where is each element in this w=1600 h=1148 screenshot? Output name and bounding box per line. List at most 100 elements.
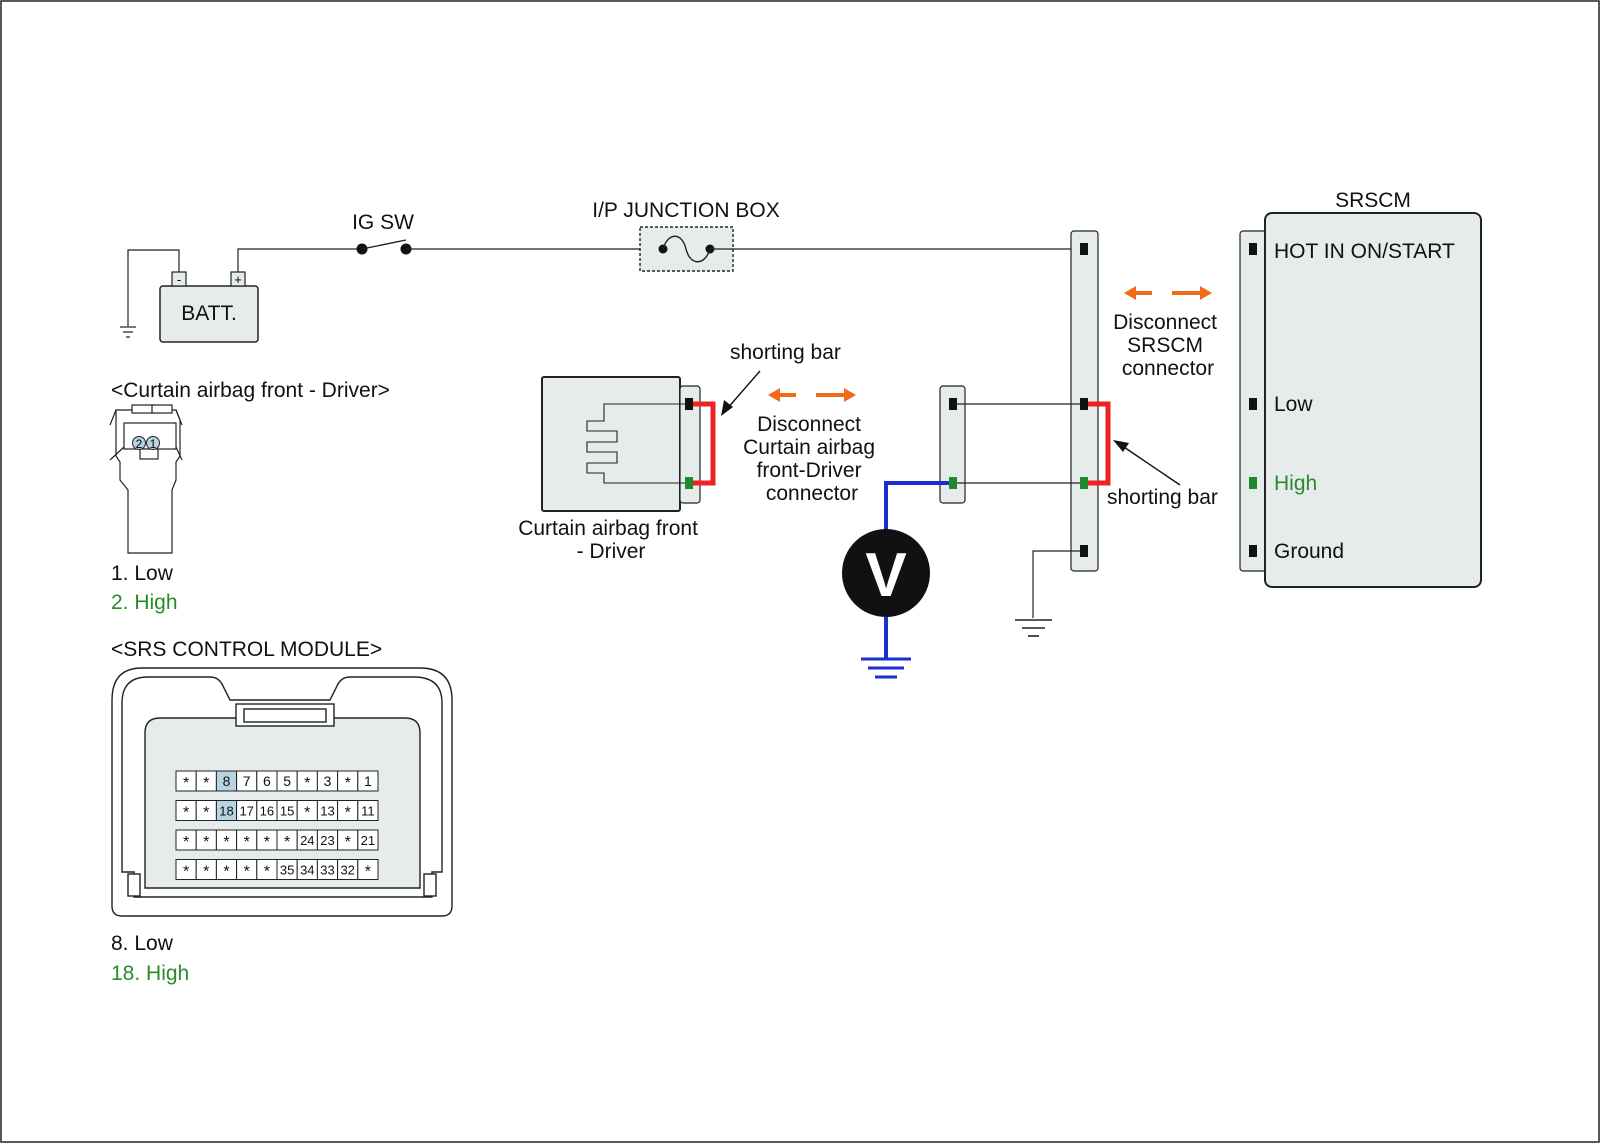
srs-pin-number: 33 <box>320 863 334 878</box>
srs-pin-number: 6 <box>263 773 271 789</box>
disconnect-arrow-curtain <box>768 388 856 402</box>
curtain-connector-pin-2 <box>132 436 146 450</box>
srscm-pin-high-label: High <box>1274 472 1317 495</box>
srs-pin-number: 17 <box>239 804 253 819</box>
srs-pin-number: * <box>284 834 290 851</box>
airbag-internal-circuit <box>586 403 685 484</box>
srs-pin-number: * <box>345 775 351 792</box>
curtain-harness-pin-low <box>949 398 957 410</box>
curtain-harness-pin-high <box>949 477 957 489</box>
srscm-pin-hot-label: HOT IN ON/START <box>1274 240 1455 263</box>
srs-pin-number: * <box>183 834 189 851</box>
srscm-disconnect-label: Disconnect SRSCM connector <box>1113 311 1223 380</box>
srs-pin-number: * <box>223 834 229 851</box>
srs-pin-number: * <box>345 805 351 822</box>
srs-pin-number: 7 <box>243 773 251 789</box>
ig-switch: IG SW <box>352 211 414 255</box>
battery-positive-label: + <box>234 272 242 287</box>
battery-negative-label: - <box>177 272 181 287</box>
curtain-connector-title: <Curtain airbag front - Driver> <box>111 379 390 402</box>
srs-pin-cell <box>357 829 379 851</box>
shorting-bar-leader-srscm <box>1117 442 1181 486</box>
srs-pin-number: 13 <box>320 804 334 819</box>
curtain-connector-pin-2-number: 2 <box>136 437 143 451</box>
harness-pin-high <box>1080 477 1088 489</box>
voltmeter-symbol: V <box>865 541 906 610</box>
battery: - + BATT. <box>159 271 259 343</box>
srs-pin-number: 1 <box>364 773 372 789</box>
ig-switch-label: IG SW <box>352 211 414 234</box>
srs-pin-number: * <box>345 834 351 851</box>
srs-pin-number: * <box>264 834 270 851</box>
srs-connector-legend-low: 8. Low <box>111 932 174 955</box>
curtain-airbag-component <box>541 376 701 512</box>
srscm-pin-low-label: Low <box>1274 393 1313 416</box>
srs-pin-cell <box>357 859 379 880</box>
leader-arrowhead-srscm <box>1113 440 1129 452</box>
junction-box-label: I/P JUNCTION BOX <box>592 199 779 222</box>
shorting-bar-curtain-side <box>693 401 716 486</box>
srs-pin-number: * <box>203 834 209 851</box>
srs-pin-number: * <box>183 775 189 792</box>
curtain-harness-connector <box>939 385 966 504</box>
curtain-disconnect-label: Disconnect Curtain airbag front-Driver c… <box>743 413 881 505</box>
disconnect-arrow-srscm <box>1124 286 1212 300</box>
srs-pin-number: * <box>304 805 310 822</box>
srs-pin-number: 15 <box>280 804 294 819</box>
srs-pin-number: * <box>244 834 250 851</box>
srs-pin-number: 18 <box>219 804 233 819</box>
shorting-bar-leader-curtain <box>725 370 761 411</box>
battery-label: BATT. <box>181 302 237 325</box>
srs-pin-number: * <box>264 864 270 881</box>
srs-pin-number: * <box>183 805 189 822</box>
harness-pin-low <box>1080 398 1088 410</box>
harness-pin-hot <box>1080 243 1088 255</box>
curtain-component-label: Curtain airbag front - Driver <box>518 517 704 563</box>
srs-pin-number: 5 <box>283 773 291 789</box>
srs-connector-legend-high: 18. High <box>111 962 189 985</box>
curtain-connector-pin-1-number: 1 <box>150 437 157 451</box>
ground-symbol-voltmeter <box>861 657 911 679</box>
srscm-pin-ground-label: Ground <box>1274 540 1344 563</box>
srs-pin-number: 23 <box>320 833 334 848</box>
ground-symbol-battery <box>120 326 136 338</box>
leader-arrowhead-curtain <box>721 400 733 416</box>
srscm-title: SRSCM <box>1335 189 1411 212</box>
srscm-module: SRSCM HOT IN ON/START Low High Ground <box>1239 189 1482 588</box>
srs-pin-number: 8 <box>223 773 231 789</box>
srs-pin-number: * <box>203 805 209 822</box>
curtain-connector-legend-low: 1. Low <box>111 562 174 585</box>
srs-pin-number: * <box>365 864 371 881</box>
fuse-icon <box>662 235 711 263</box>
srs-connector-title: <SRS CONTROL MODULE> <box>111 638 382 661</box>
shorting-bar-srscm-side <box>1088 401 1111 486</box>
srs-pin-cell <box>357 770 379 792</box>
srs-pin-number: * <box>223 864 229 881</box>
srs-pin-number: * <box>203 864 209 881</box>
battery-ground-wire <box>127 249 180 326</box>
harness-ground-wire <box>1032 550 1080 618</box>
srs-pin-number: * <box>304 775 310 792</box>
srs-pin-number: 34 <box>300 863 314 878</box>
battery-feed-wire <box>237 248 362 272</box>
voltmeter: V <box>842 529 930 617</box>
srs-pin-number: 3 <box>324 773 332 789</box>
srs-pin-number: 21 <box>361 833 375 848</box>
voltmeter-probe-wire <box>884 481 949 531</box>
ground-symbol-harness <box>1015 619 1052 637</box>
srs-pin-number: 32 <box>340 863 354 878</box>
curtain-connector-pin-1 <box>146 436 160 450</box>
srs-pin-number: 11 <box>361 804 375 819</box>
srs-pin-number: * <box>203 775 209 792</box>
srs-pin-number: * <box>183 864 189 881</box>
curtain-connector-legend-high: 2. High <box>111 591 178 614</box>
srs-pin-number: 24 <box>300 833 314 848</box>
curtain-connector-face <box>109 404 183 554</box>
harness-pin-ground <box>1080 545 1088 557</box>
shorting-bar-label-curtain: shorting bar <box>730 341 841 364</box>
srs-pin-cell <box>357 800 379 821</box>
srs-pin-number: 35 <box>280 863 294 878</box>
srs-pin-number: * <box>244 864 250 881</box>
